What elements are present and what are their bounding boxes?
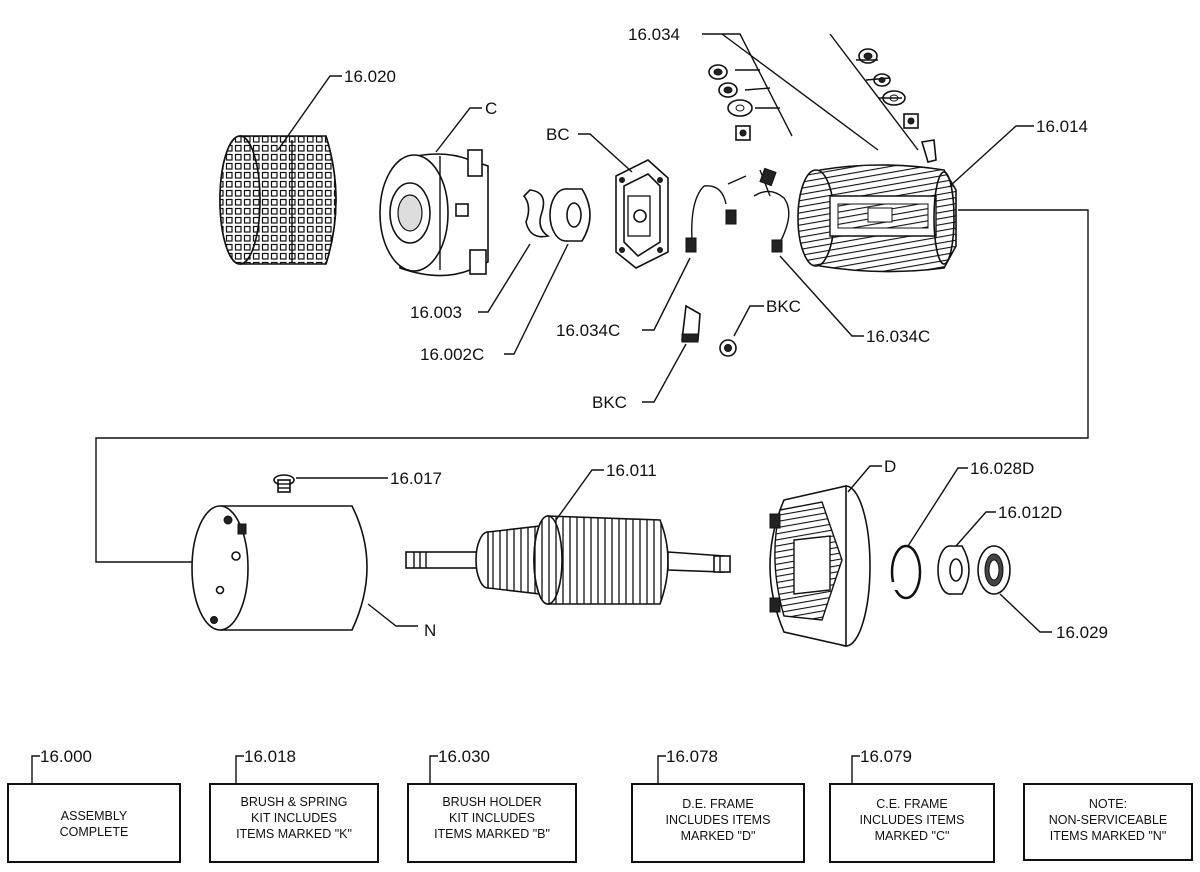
kit-box-16-018: 16.018 BRUSH & SPRING KIT INCLUDES ITEMS… — [209, 747, 379, 863]
part-16-017-screw — [273, 474, 295, 493]
note-line-1: NOTE: — [1089, 797, 1127, 811]
kit-line-2: COMPLETE — [60, 825, 129, 839]
kit-line-1: C.E. FRAME — [876, 797, 948, 811]
part-16-003-wave-washer — [522, 189, 551, 238]
callout-16-003: 16.003 — [410, 303, 462, 322]
part-16-011-armature — [405, 515, 731, 605]
callout-bkc-right: BKC — [766, 297, 801, 316]
kit-box-16-078: 16.078 D.E. FRAME INCLUDES ITEMS MARKED … — [631, 747, 805, 863]
callout-bc: BC — [546, 125, 570, 144]
kit-number: 16.030 — [438, 747, 490, 766]
kit-line-2: KIT INCLUDES — [251, 811, 337, 825]
callout-c: C — [485, 99, 497, 118]
kit-box-16-079: 16.079 C.E. FRAME INCLUDES ITEMS MARKED … — [829, 747, 995, 863]
part-16-034c-brush-lead-left — [685, 175, 747, 253]
callout-16-014: 16.014 — [1036, 117, 1088, 136]
callout-16-028d: 16.028D — [970, 459, 1034, 478]
kit-box-16-030: 16.030 BRUSH HOLDER KIT INCLUDES ITEMS M… — [407, 747, 577, 863]
callout-16-034c-right: 16.034C — [866, 327, 930, 346]
callout-16-012d: 16.012D — [998, 503, 1062, 522]
part-16-029-seal — [977, 545, 1011, 595]
part-16-014-field-coil-housing — [797, 164, 957, 273]
kit-line-1: D.E. FRAME — [682, 797, 754, 811]
callout-16-034: 16.034 — [628, 25, 680, 44]
kit-number: 16.018 — [244, 747, 296, 766]
kit-box-16-000: 16.000 ASSEMBLY COMPLETE — [7, 747, 181, 863]
part-16-002c-bearing — [549, 188, 591, 242]
callout-16-011: 16.011 — [606, 461, 657, 480]
kit-line-2: INCLUDES ITEMS — [666, 813, 771, 827]
part-16-034-hardware-left — [708, 64, 753, 141]
callout-n: N — [424, 621, 436, 640]
kit-line-2: INCLUDES ITEMS — [860, 813, 965, 827]
callout-16-034c-left: 16.034C — [556, 321, 620, 340]
note-line-2: NON-SERVICEABLE — [1049, 813, 1168, 827]
kit-line-3: ITEMS MARKED "B" — [434, 827, 550, 841]
part-d-drive-end-frame — [769, 484, 871, 648]
callout-16-002c: 16.002C — [420, 345, 484, 364]
kit-line-3: MARKED "D" — [681, 829, 756, 843]
part-n-frame-yoke — [191, 505, 368, 631]
part-c-commutator-end-frame — [379, 149, 489, 277]
part-16-034c-brush-lead-right — [753, 167, 790, 253]
part-bkc-spring — [719, 339, 737, 357]
part-16-012d-bearing — [937, 545, 970, 595]
kit-line-3: MARKED "C" — [875, 829, 950, 843]
leader-lines — [95, 33, 1089, 633]
kit-number: 16.079 — [860, 747, 912, 766]
note-line-3: ITEMS MARKED "N" — [1050, 829, 1167, 843]
kit-line-2: KIT INCLUDES — [449, 811, 535, 825]
kit-number: 16.078 — [666, 747, 718, 766]
callout-16-020: 16.020 — [344, 67, 396, 86]
callout-16-029: 16.029 — [1056, 623, 1108, 642]
kit-line-3: ITEMS MARKED "K" — [236, 827, 352, 841]
part-bc-brush-holder-plate — [615, 159, 669, 269]
part-16-020-screen-band — [219, 135, 337, 265]
callout-d: D — [884, 457, 896, 476]
part-16-034-hardware-right — [858, 48, 937, 163]
kit-line-1: BRUSH & SPRING — [241, 795, 348, 809]
kit-number: 16.000 — [40, 747, 92, 766]
note-box-non-serviceable: NOTE: NON-SERVICEABLE ITEMS MARKED "N" — [1023, 783, 1193, 861]
part-bkc-brush — [681, 304, 701, 343]
callout-16-017: 16.017 — [390, 469, 442, 488]
kit-line-1: ASSEMBLY — [61, 809, 128, 823]
callout-bkc-left: BKC — [592, 393, 627, 412]
kit-line-1: BRUSH HOLDER — [442, 795, 541, 809]
part-16-028d-retaining-ring — [890, 544, 922, 600]
